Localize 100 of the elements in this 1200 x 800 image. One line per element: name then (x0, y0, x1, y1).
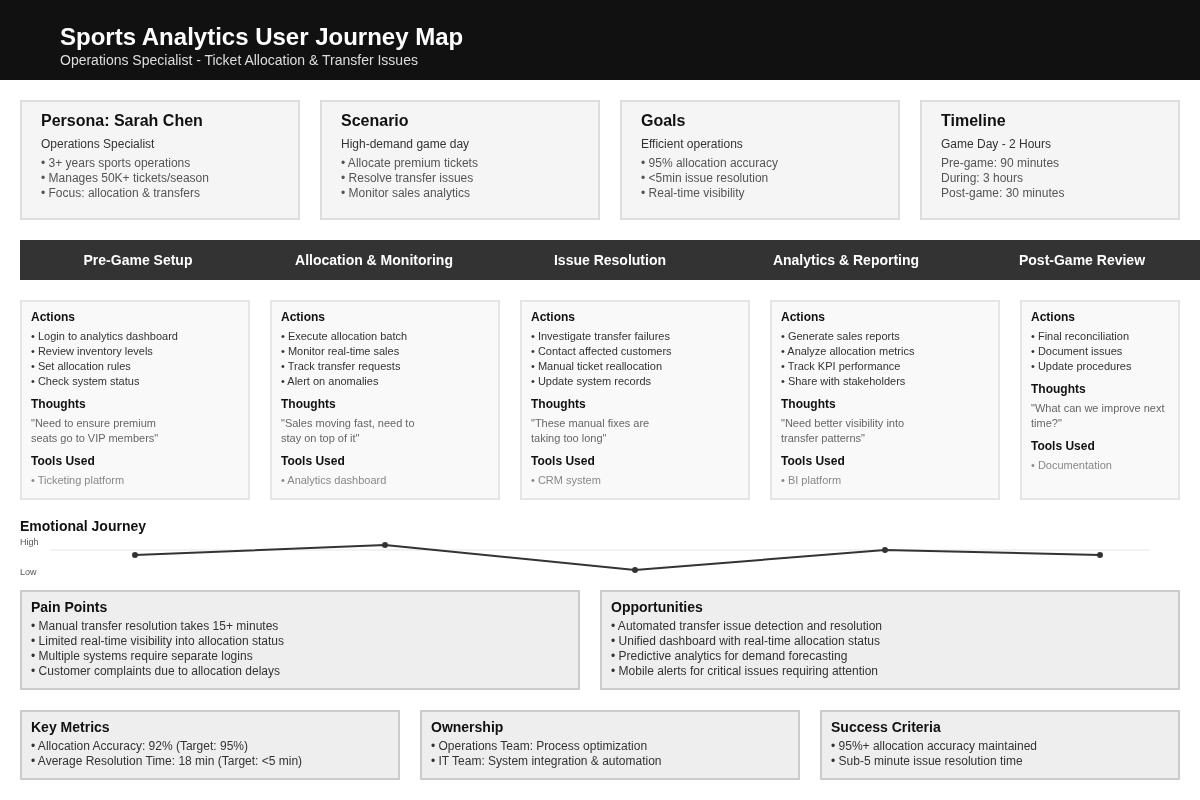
stage-label: Issue Resolution (554, 250, 666, 270)
bullet-item: • Analyze allocation metrics (781, 344, 916, 359)
bullet-item: • Contact affected customers (531, 344, 673, 359)
card-subheading: Efficient operations (641, 136, 744, 152)
bullet-item: • Execute allocation batch (281, 329, 409, 344)
axis-label: High (20, 536, 39, 549)
summary-panel (820, 710, 1180, 780)
section-heading: Thoughts (1031, 381, 1087, 398)
bullet-item: • Monitor real-time sales (281, 344, 401, 359)
card-heading: Persona: Sarah Chen (41, 111, 204, 131)
bullet-item: • Track KPI performance (781, 359, 902, 374)
section-heading: Tools Used (31, 453, 96, 470)
info-card (20, 100, 300, 220)
info-card (620, 100, 900, 220)
bullet-item: Post-game: 30 minutes (941, 186, 1066, 201)
bullet-item: • 3+ years sports operations (41, 156, 192, 171)
section-title: Emotional Journey (20, 517, 147, 536)
section-heading: Thoughts (781, 396, 837, 413)
bullet-item: • Alert on anomalies (281, 374, 380, 389)
page-subtitle: Operations Specialist - Ticket Allocation & Transfer Issues (60, 52, 419, 68)
bullet-item: • 95%+ allocation accuracy maintained (831, 739, 1038, 754)
section-heading: Thoughts (281, 396, 337, 413)
stage-card (1020, 300, 1180, 500)
info-card (920, 100, 1180, 220)
bullet-item: • IT Team: System integration & automation (431, 754, 663, 769)
card-heading: Scenario (341, 111, 410, 131)
bullet-item: • 95% allocation accuracy (641, 156, 779, 171)
section-heading: Actions (31, 309, 76, 326)
panel-heading: Pain Points (31, 598, 109, 617)
section-heading: Actions (531, 309, 576, 326)
bullet-item: Pre-game: 90 minutes (941, 156, 1061, 171)
stage-band (20, 240, 1200, 280)
bullet-item: • Update system records (531, 374, 652, 389)
bullet-item: • Check system status (31, 374, 141, 389)
section-heading: Tools Used (1031, 438, 1096, 455)
bullet-item: • Generate sales reports (781, 329, 901, 344)
bullet-item: • Track transfer requests (281, 359, 402, 374)
bullet-item: • Operations Team: Process optimization (431, 739, 649, 754)
panel-heading: Ownership (431, 718, 505, 737)
axis-label: Low (20, 566, 37, 579)
bullet-item: • Login to analytics dashboard (31, 329, 179, 344)
quote-text: "Need to ensure premium seats go to VIP members" (31, 416, 160, 446)
bullet-item: • Manual ticket reallocation (531, 359, 664, 374)
tool-item: • CRM system (531, 473, 602, 488)
bullet-item: • Manages 50K+ tickets/season (41, 171, 210, 186)
quote-text: "What can we improve next time?" (1031, 401, 1166, 431)
stage-card (270, 300, 500, 500)
bullet-item: • Multiple systems require separate logins (31, 649, 254, 664)
card-subheading: Operations Specialist (41, 136, 156, 152)
stage-label: Pre-Game Setup (83, 250, 193, 270)
info-card (320, 100, 600, 220)
stage-label: Analytics & Reporting (772, 250, 920, 270)
bullet-item: • Investigate transfer failures (531, 329, 671, 344)
bullet-item: • Allocation Accuracy: 92% (Target: 95%) (31, 739, 249, 754)
summary-panel (600, 590, 1180, 690)
stage-card (20, 300, 250, 500)
section-heading: Thoughts (31, 396, 87, 413)
tool-item: • BI platform (781, 473, 843, 488)
panel-heading: Opportunities (611, 598, 704, 617)
bullet-item: • Resolve transfer issues (341, 171, 475, 186)
bullet-item: • Monitor sales analytics (341, 186, 471, 201)
quote-text: "Sales moving fast, need to stay on top of it" (281, 416, 416, 446)
bullet-item: • Average Resolution Time: 18 min (Target: <5 min) (31, 754, 304, 769)
bullet-item: • Final reconciliation (1031, 329, 1130, 344)
bullet-item: • Customer complaints due to allocation delays (31, 664, 281, 679)
bullet-item: • Automated transfer issue detection and resolution (611, 619, 884, 634)
stage-label: Allocation & Monitoring (295, 250, 453, 270)
tool-item: • Analytics dashboard (281, 473, 388, 488)
summary-panel (420, 710, 800, 780)
card-heading: Timeline (941, 111, 1007, 131)
tool-item: • Ticketing platform (31, 473, 126, 488)
section-heading: Tools Used (531, 453, 596, 470)
stage-card (520, 300, 750, 500)
section-heading: Actions (1031, 309, 1076, 326)
section-heading: Tools Used (781, 453, 846, 470)
bullet-item: • <5min issue resolution (641, 171, 770, 186)
bullet-item: • Set allocation rules (31, 359, 132, 374)
quote-text: "Need better visibility into transfer patterns" (781, 416, 906, 446)
summary-panel (20, 710, 400, 780)
section-heading: Tools Used (281, 453, 346, 470)
bullet-item: • Document issues (1031, 344, 1124, 359)
bullet-item: • Limited real-time visibility into allocation status (31, 634, 285, 649)
page-title: Sports Analytics User Journey Map (60, 22, 464, 52)
stage-card (770, 300, 1000, 500)
section-heading: Actions (281, 309, 326, 326)
bullet-item: • Share with stakeholders (781, 374, 907, 389)
card-subheading: High-demand game day (341, 136, 471, 152)
stage-label: Post-Game Review (1018, 250, 1146, 270)
bullet-item: • Mobile alerts for critical issues requiring attention (611, 664, 879, 679)
tool-item: • Documentation (1031, 458, 1113, 473)
card-heading: Goals (641, 111, 687, 131)
bullet-item: • Real-time visibility (641, 186, 746, 201)
bullet-item: During: 3 hours (941, 171, 1025, 186)
bullet-item: • Update procedures (1031, 359, 1133, 374)
quote-text: "These manual fixes are taking too long" (531, 416, 651, 446)
section-heading: Actions (781, 309, 826, 326)
bullet-item: • Focus: allocation & transfers (41, 186, 201, 201)
bullet-item: • Allocate premium tickets (341, 156, 479, 171)
panel-heading: Success Criteria (831, 718, 942, 737)
bullet-item: • Sub-5 minute issue resolution time (831, 754, 1024, 769)
